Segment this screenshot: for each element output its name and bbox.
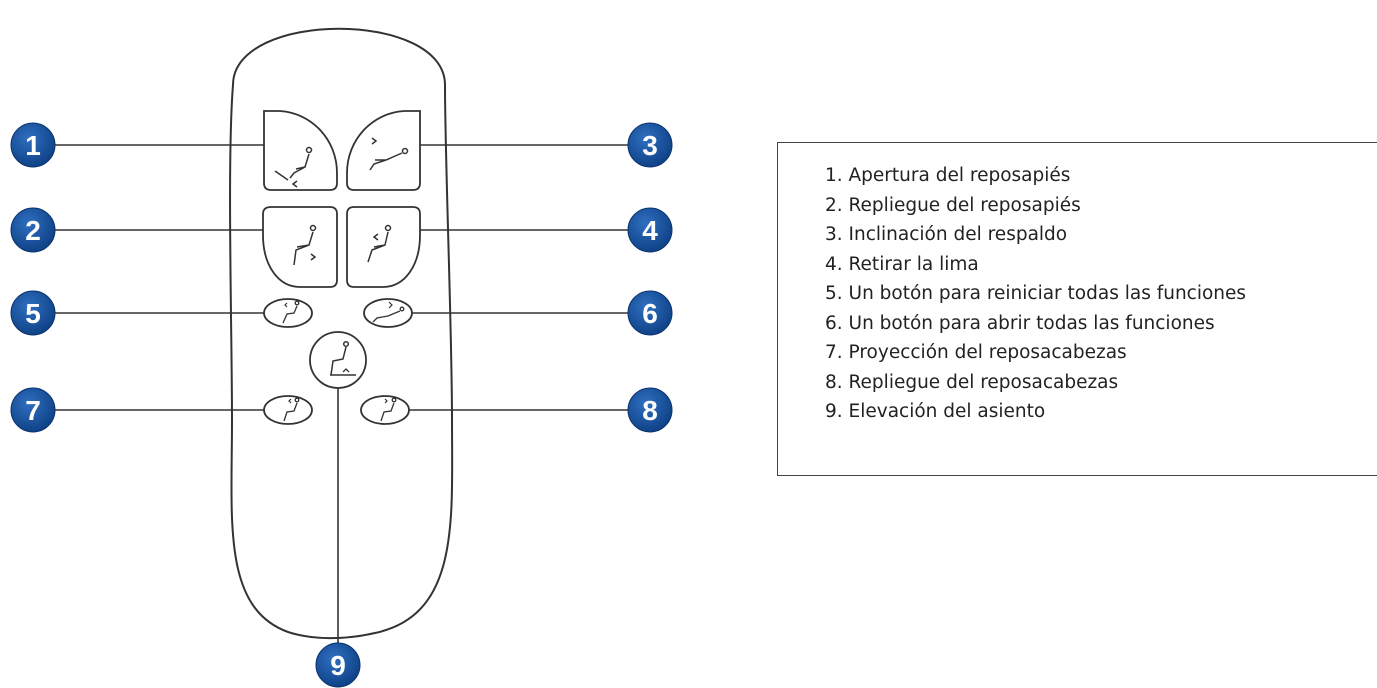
legend-item-7: 7. Proyección del reposacabezas: [825, 342, 1127, 363]
legend-item-8: 8. Repliegue del reposacabezas: [825, 371, 1119, 393]
chair-icon: [283, 397, 300, 422]
button-3-shape: [346, 110, 421, 191]
arrow-icon: [384, 398, 388, 404]
arrow-icon: [371, 137, 378, 145]
chair-icon: [274, 146, 313, 181]
badge-5-number: 5: [25, 298, 41, 329]
button-1-shape: [263, 110, 338, 191]
badge-4: 4: [627, 207, 673, 253]
chair-icon: [367, 224, 392, 263]
badge-6-number: 6: [642, 298, 658, 329]
badge-7: 7: [10, 387, 56, 433]
badge-6: 6: [627, 290, 673, 336]
badge-1: 1: [10, 122, 56, 168]
legend-list: 1. Apertura del reposapiés 2. Repliegue …: [778, 143, 1377, 427]
button-3[interactable]: [346, 110, 421, 191]
badge-1-number: 1: [25, 130, 41, 161]
legend-item-6: 6. Un botón para abrir todas las funcion…: [825, 312, 1215, 334]
legend-item-5: 5. Un botón para reiniciar todas las fun…: [825, 283, 1247, 304]
arrow-icon: [310, 253, 317, 261]
arrow-icon: [388, 301, 393, 309]
chair-icon: [369, 147, 409, 171]
badge-2: 2: [10, 207, 56, 253]
badge-8-number: 8: [642, 395, 658, 426]
legend-item-4: 4. Retirar la lima: [825, 253, 979, 275]
arrow-icon: [288, 398, 292, 404]
arrow-icon: [284, 302, 288, 308]
button-8-shape: [360, 395, 410, 425]
badge-9-number: 9: [330, 650, 346, 681]
legend-box: 1. Apertura del reposapiés 2. Repliegue …: [777, 142, 1377, 476]
button-5-shape: [263, 298, 313, 328]
button-7[interactable]: [263, 395, 313, 425]
arrow-icon: [372, 233, 379, 241]
button-1[interactable]: [263, 110, 338, 191]
badge-8: 8: [627, 387, 673, 433]
legend-item-2: 2. Repliegue del reposapiés: [825, 194, 1081, 216]
legend-item-9: 9. Elevación del asiento: [825, 401, 1046, 422]
button-2[interactable]: [262, 206, 338, 288]
legend-item-1: 1. Apertura del reposapiés: [825, 165, 1071, 186]
badge-5: 5: [10, 290, 56, 336]
arrow-icon: [342, 368, 350, 373]
button-6-shape: [363, 298, 413, 328]
chair-icon: [282, 300, 300, 324]
button-7-shape: [263, 395, 313, 425]
button-6[interactable]: [363, 298, 413, 328]
button-5[interactable]: [263, 298, 313, 328]
badge-7-number: 7: [25, 395, 41, 426]
chair-icon: [372, 306, 405, 323]
badge-3-number: 3: [642, 130, 658, 161]
chair-icon: [330, 340, 356, 376]
badge-9: 9: [315, 642, 361, 688]
button-9[interactable]: [309, 331, 367, 389]
chair-icon: [293, 224, 317, 266]
legend-item-3: 3. Inclinación del respaldo: [825, 224, 1068, 245]
badge-4-number: 4: [642, 215, 658, 246]
badge-3: 3: [627, 122, 673, 168]
badge-2-number: 2: [25, 215, 41, 246]
chair-icon: [380, 397, 397, 422]
button-4[interactable]: [346, 206, 421, 288]
button-8[interactable]: [360, 395, 410, 425]
button-4-shape: [346, 206, 421, 288]
arrow-icon: [291, 180, 298, 188]
